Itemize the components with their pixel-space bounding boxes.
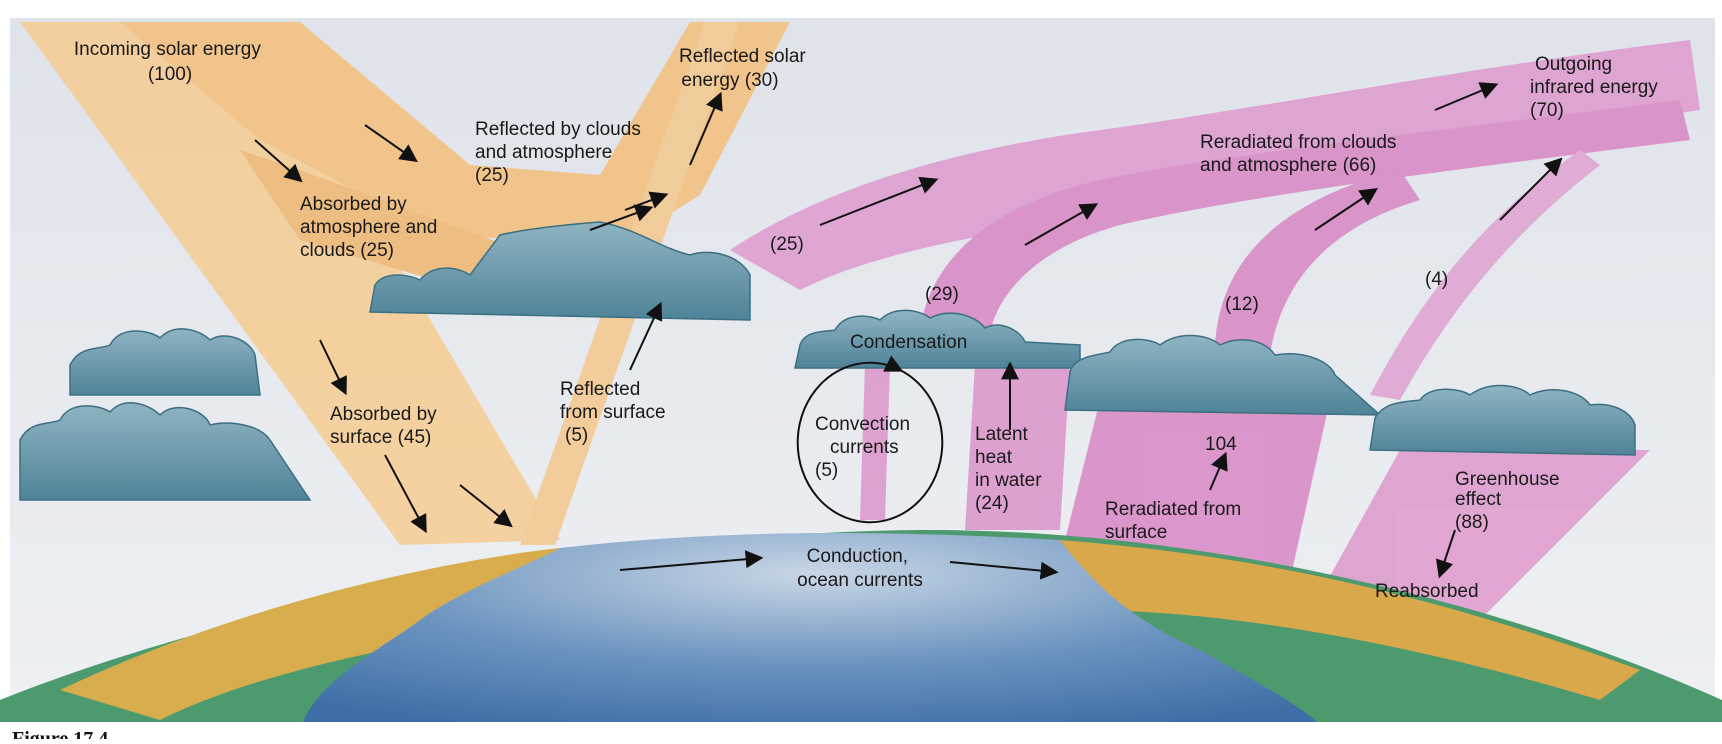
- label-flow-12: (12): [1225, 294, 1259, 315]
- label-104: 104: [1205, 434, 1237, 455]
- label-condensation: Condensation: [850, 332, 967, 353]
- label-flow-4: (4): [1425, 269, 1448, 290]
- figure-caption: Figure 17.4: [12, 728, 108, 739]
- label-flow-25: (25): [770, 234, 804, 255]
- label-flow-29: (29): [925, 284, 959, 305]
- label-reabsorbed: Reabsorbed: [1375, 581, 1479, 602]
- caption-strip: [0, 722, 1722, 739]
